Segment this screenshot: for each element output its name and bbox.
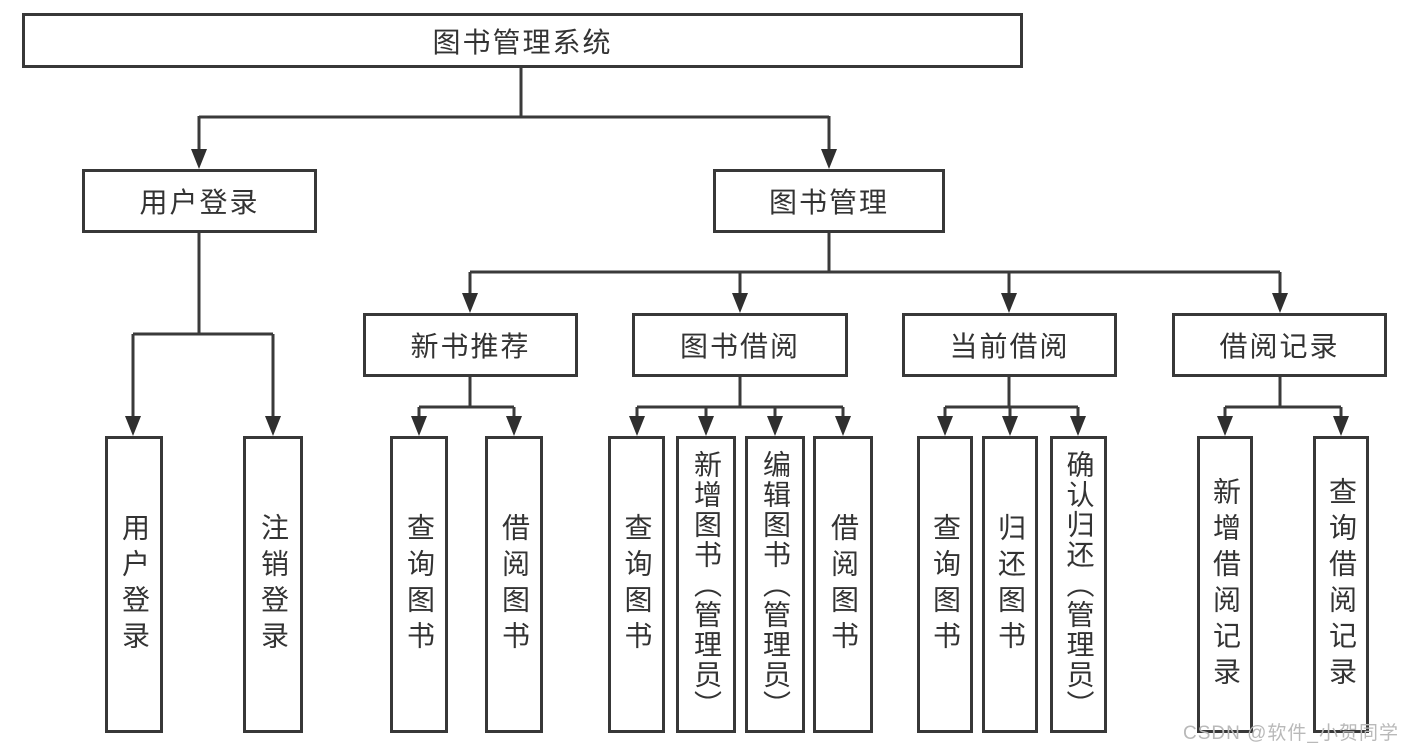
connector-borrow-records-children <box>1223 377 1343 417</box>
connector-current-borrow-children <box>943 377 1080 417</box>
leaf-label: 查询借阅记录 <box>1326 476 1357 693</box>
leaf-query-books-recommend: 查询图书 <box>390 436 448 733</box>
arrowhead <box>629 416 645 436</box>
leaf-edit-book-admin: 编辑图书（管理员） <box>745 436 805 733</box>
leaf-return-book: 归还图书 <box>982 436 1038 733</box>
arrowhead <box>1333 416 1349 436</box>
leaf-label: 新增借阅记录 <box>1210 476 1241 693</box>
arrowhead <box>732 293 748 313</box>
arrowhead <box>698 416 714 436</box>
node-user-login: 用户登录 <box>82 169 317 233</box>
leaf-label: 用户登录 <box>119 512 150 657</box>
leaf-label: 借阅图书 <box>499 512 530 657</box>
leaf-label: 新增图书（管理员） <box>691 449 722 720</box>
arrowhead <box>411 416 427 436</box>
leaf-borrow-books-recommend: 借阅图书 <box>485 436 543 733</box>
leaf-confirm-return-admin: 确认归还（管理员） <box>1050 436 1107 733</box>
leaf-label: 查询图书 <box>404 512 435 657</box>
arrowhead <box>1272 293 1288 313</box>
arrowhead <box>1070 416 1086 436</box>
leaf-query-books-borrow: 查询图书 <box>608 436 665 733</box>
leaf-borrow-books: 借阅图书 <box>813 436 873 733</box>
connector-book-management-children <box>468 232 1282 294</box>
node-borrow-records: 借阅记录 <box>1172 313 1387 377</box>
leaf-label: 编辑图书（管理员） <box>760 449 791 720</box>
node-book-borrow: 图书借阅 <box>632 313 848 377</box>
node-new-book-recommend: 新书推荐 <box>363 313 578 377</box>
arrowhead <box>265 416 281 436</box>
arrowhead <box>767 416 783 436</box>
arrowhead <box>835 416 851 436</box>
csdn-watermark: CSDN @软件_小贺同学 <box>1183 723 1399 744</box>
arrowhead <box>506 416 522 436</box>
arrowhead <box>1002 416 1018 436</box>
arrowhead <box>462 293 478 313</box>
leaf-add-book-admin: 新增图书（管理员） <box>676 436 736 733</box>
leaf-add-borrow-record: 新增借阅记录 <box>1197 436 1253 733</box>
arrowhead <box>191 149 207 169</box>
connector-new-book-recommend-children <box>417 377 516 417</box>
leaf-user-login: 用户登录 <box>105 436 163 733</box>
leaf-query-borrow-record: 查询借阅记录 <box>1313 436 1369 733</box>
leaf-logout: 注销登录 <box>243 436 303 733</box>
connector-user-login-children <box>131 232 275 416</box>
arrowhead <box>125 416 141 436</box>
leaf-label: 查询图书 <box>930 512 961 657</box>
arrowhead <box>937 416 953 436</box>
connector-book-borrow-children <box>635 377 845 417</box>
node-book-management: 图书管理 <box>713 169 945 233</box>
leaf-label: 归还图书 <box>995 512 1026 657</box>
arrowhead <box>1001 293 1017 313</box>
leaf-query-books-current: 查询图书 <box>917 436 973 733</box>
connector-root-to-level2 <box>197 68 831 150</box>
leaf-label: 借阅图书 <box>828 512 859 657</box>
arrowhead <box>821 149 837 169</box>
node-root-library-system: 图书管理系统 <box>22 13 1023 68</box>
leaf-label: 注销登录 <box>258 512 289 657</box>
node-current-borrow: 当前借阅 <box>902 313 1117 377</box>
arrowhead <box>1217 416 1233 436</box>
leaf-label: 确认归还（管理员） <box>1063 449 1095 720</box>
leaf-label: 查询图书 <box>621 512 653 657</box>
